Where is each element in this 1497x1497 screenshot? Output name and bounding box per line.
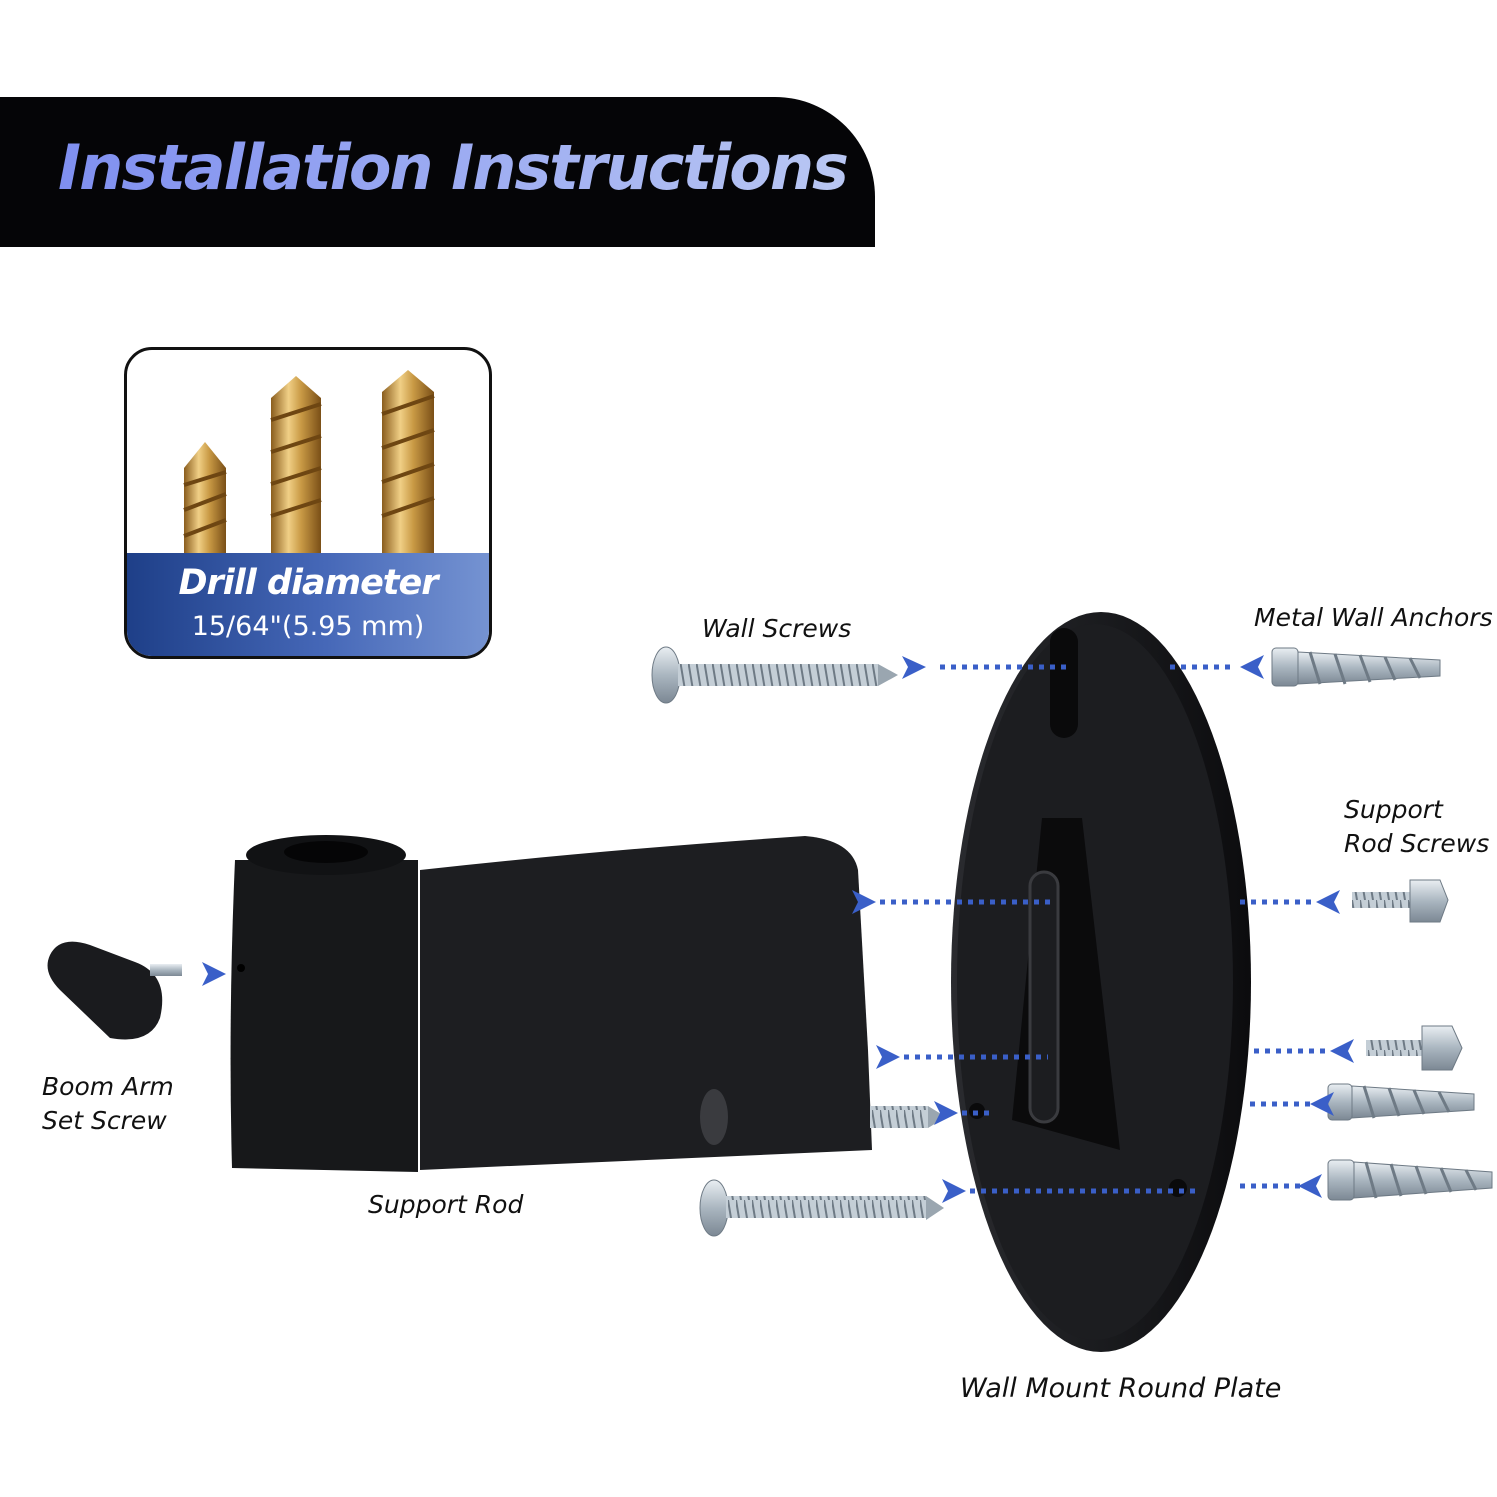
- label-wall-mount-round-plate: Wall Mount Round Plate: [960, 1373, 1282, 1404]
- label-support-rod: Support Rod: [368, 1190, 524, 1219]
- label-support-rod-screws-line1: Support: [1344, 795, 1443, 824]
- arrow-left-icon: [1316, 890, 1340, 914]
- wall-mount-round-plate: [951, 612, 1251, 1352]
- support-rod-screw-top-icon: [1352, 879, 1449, 923]
- label-wall-screws: Wall Screws: [702, 614, 852, 643]
- drill-diameter-size: 15/64"(5.95 mm): [191, 611, 425, 642]
- wall-screw-top-icon: [651, 646, 898, 704]
- label-metal-wall-anchors: Metal Wall Anchors: [1254, 603, 1493, 632]
- mount-hole-bottom: [1169, 1179, 1187, 1197]
- arrow-left-icon: [1240, 655, 1264, 679]
- drill-bit-small-icon: [183, 442, 227, 560]
- keyhole-slot-top: [1050, 628, 1078, 738]
- drill-diameter-card: Drill diameter 15/64"(5.95 mm): [124, 347, 492, 659]
- wall-screw-middle-icon: [700, 1089, 946, 1145]
- metal-wall-anchor-bottom-icon: [1327, 1159, 1493, 1201]
- arrow-right-icon: [902, 656, 926, 679]
- label-boom-arm-line2: Set Screw: [42, 1106, 167, 1135]
- metal-wall-anchor-top-icon: [1271, 647, 1441, 687]
- arrow-right-icon: [876, 1045, 900, 1069]
- metal-wall-anchor-middle-icon: [1327, 1083, 1475, 1121]
- label-boom-arm-line1: Boom Arm: [42, 1072, 174, 1101]
- drill-diameter-title: Drill diameter: [178, 563, 438, 603]
- support-rod-screw-bottom-icon: [1366, 1025, 1463, 1071]
- page-title: Installation Instructions: [58, 131, 849, 204]
- drill-info-band: Drill diameter 15/64"(5.95 mm): [127, 553, 489, 656]
- wall-screw-bottom-icon: [699, 1179, 944, 1237]
- drill-bits-illustration: [183, 370, 435, 560]
- boom-arm-set-screw-icon: [47, 941, 182, 1040]
- arrow-right-icon: [852, 890, 876, 914]
- arrow-right-icon: [934, 1101, 958, 1125]
- drill-bit-medium-icon: [270, 376, 322, 560]
- title-banner: Installation Instructions: [0, 97, 875, 247]
- arrow-left-icon: [1310, 1092, 1334, 1116]
- arrow-left-icon: [1330, 1039, 1354, 1063]
- arrow-right-icon: [202, 962, 226, 986]
- guide-arrowheads: [202, 655, 1354, 1203]
- support-rod: [230, 835, 872, 1172]
- arrow-right-icon: [942, 1179, 966, 1203]
- guide-lines: [880, 664, 1330, 1194]
- label-support-rod-screws-line2: Rod Screws: [1344, 829, 1490, 858]
- drill-bit-large-icon: [381, 370, 435, 560]
- arrow-left-icon: [1298, 1174, 1322, 1198]
